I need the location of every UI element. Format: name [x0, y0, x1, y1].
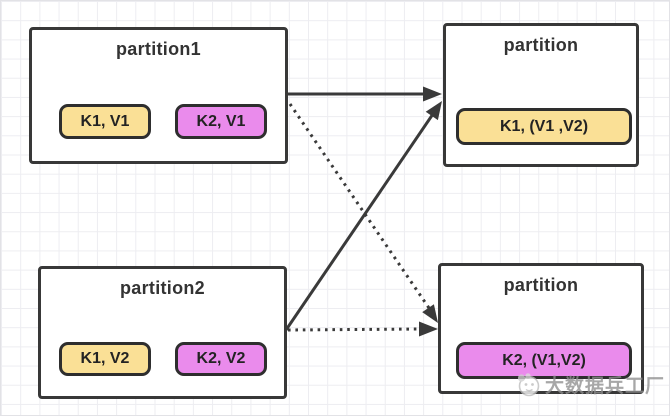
partition2-box: partition2 K1, V2 K2, V2	[38, 266, 287, 399]
partition1-title: partition1	[115, 39, 201, 59]
merged-partition-k2-title: partition	[503, 275, 579, 295]
watermark-text: 大数据兵工厂	[545, 376, 666, 397]
merged-partition-k1-box: partition K1, (V1 ,V2)	[443, 23, 639, 167]
kv-pill-k2v2: K2, V2	[175, 342, 267, 376]
kv-pill-k2-merged: K2, (V1,V2)	[456, 342, 632, 379]
arrow-partition2-to-merged-k1	[284, 101, 442, 331]
partition2-title: partition2	[119, 278, 205, 298]
kv-pill-k2v1: K2, V1	[175, 104, 267, 139]
brand-logo-icon	[517, 373, 540, 397]
kv-pill-k1v2: K1, V2	[59, 342, 151, 376]
arrow-partition1-to-merged-k2	[288, 103, 438, 323]
kv-pill-k1-merged: K1, (V1 ,V2)	[456, 108, 632, 145]
merged-partition-k2-box: partition K2, (V1,V2)	[438, 263, 644, 394]
arrow-partition2-to-merged-k2	[287, 321, 438, 337]
partition1-box: partition1 K1, V1 K2, V1	[29, 27, 288, 164]
watermark: 大数据兵工厂	[515, 371, 665, 398]
merged-partition-k1-title: partition	[503, 35, 579, 55]
arrow-partition1-to-merged-k1	[287, 86, 442, 102]
kv-pill-k1v1: K1, V1	[59, 104, 151, 139]
